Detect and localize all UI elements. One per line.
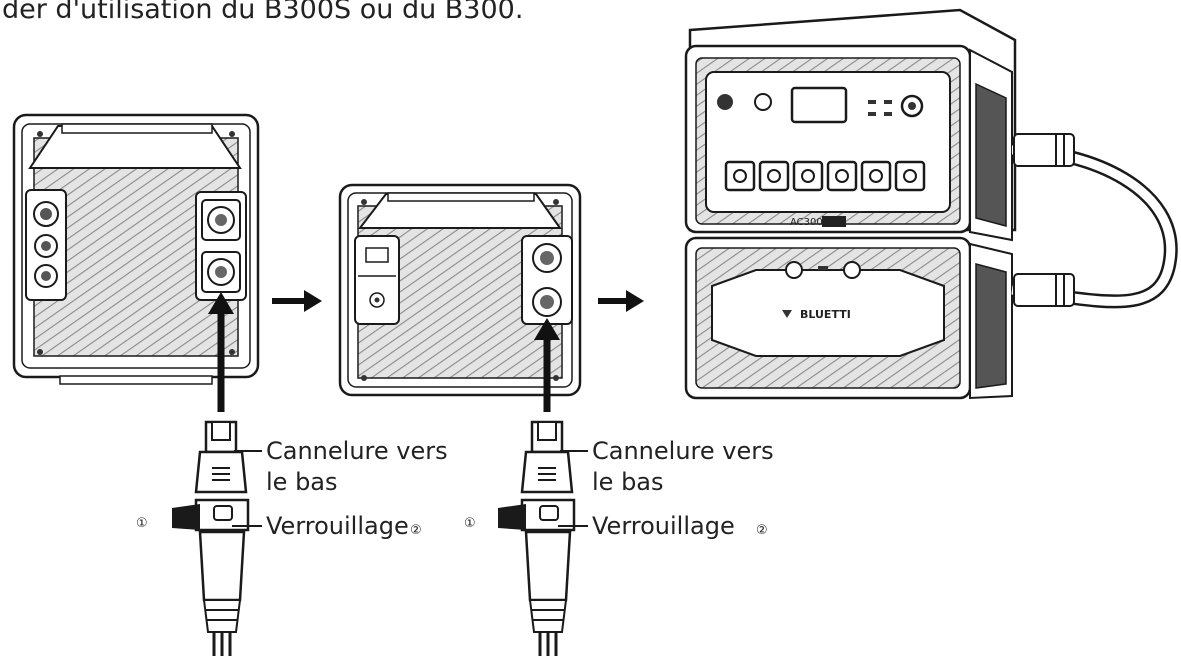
- step2-marker-middle: ②: [756, 523, 768, 538]
- lock-label-middle: Verrouillage: [592, 512, 735, 540]
- groove-label-middle-line1: Cannelure vers: [592, 437, 774, 465]
- ac300-model-label: AC300: [790, 217, 823, 228]
- cable-plug-middle: [498, 422, 588, 656]
- groove-label-middle-line2: le bas: [592, 468, 664, 496]
- step-arrow-1: [272, 290, 322, 312]
- bluetti-brand-label: BLUETTI: [800, 308, 851, 321]
- step1-marker-middle: ①: [464, 516, 476, 531]
- step2-marker-left: ②: [410, 523, 422, 538]
- groove-label-left-line1: Cannelure vers: [266, 437, 448, 465]
- header-text: der d'utilisation du B300S ou du B300.: [2, 0, 523, 25]
- stacked-system: AC300 BLUETTI: [686, 10, 1171, 398]
- cable-plug-left: [172, 422, 262, 656]
- groove-label-left-line2: le bas: [266, 468, 338, 496]
- lock-label-left: Verrouillage: [266, 512, 409, 540]
- step1-marker-left: ①: [136, 516, 148, 531]
- step-arrow-2: [598, 290, 644, 312]
